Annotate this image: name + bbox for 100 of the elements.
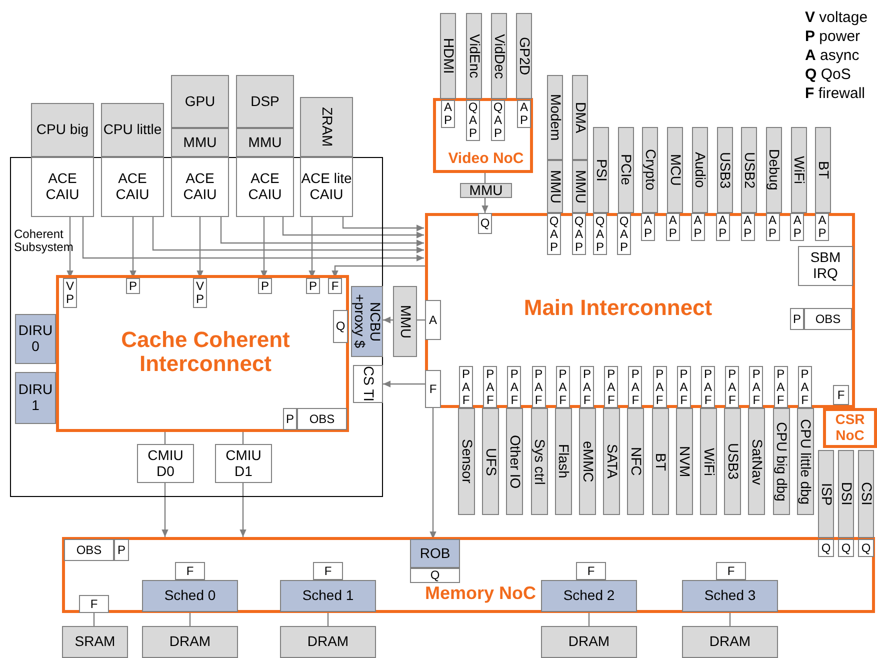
ip-block: MMU <box>393 286 417 357</box>
feature-tag: P <box>114 539 129 561</box>
feature-tag: F <box>716 562 746 580</box>
feature-tag: Q <box>818 539 834 557</box>
ip-block: CPU big <box>31 103 94 157</box>
unit-block: NCBU +proxy $ <box>351 286 383 357</box>
connector-line <box>484 173 486 183</box>
interface-block: ACE lite CAIU <box>300 157 353 217</box>
ip-block: Modem <box>547 75 563 160</box>
interface-block: ACE CAIU <box>236 157 294 217</box>
feature-tag: Q A P <box>466 100 480 141</box>
feature-tag: F <box>425 370 441 408</box>
legend-entry: V voltage <box>805 8 868 27</box>
group-title: Main Interconnect <box>522 296 714 320</box>
ip-block: WiFi <box>700 408 717 515</box>
ip-block: ISP <box>818 450 834 538</box>
feature-tag: A P <box>666 213 680 241</box>
group-title: Coherent Subsystem <box>14 228 72 254</box>
feature-tag: A P <box>716 213 730 241</box>
feature-tag: A <box>425 300 441 340</box>
arrow <box>220 217 424 246</box>
connector-line <box>588 612 590 626</box>
feature-tag: P A F <box>483 366 498 408</box>
unit-block: DIRU 1 <box>15 372 56 424</box>
feature-tag: P A F <box>749 366 764 408</box>
feature-tag: Q <box>478 213 492 234</box>
unit-block: DIRU 0 <box>15 314 56 364</box>
ip-block: SRAM <box>62 626 128 658</box>
feature-tag: Q A P <box>617 213 631 255</box>
ip-block: CSI <box>858 450 874 538</box>
group-title: Video NoC <box>447 151 525 168</box>
feature-tag: A P <box>690 213 705 241</box>
feature-tag: OBS <box>297 408 347 430</box>
connector-line <box>242 432 244 444</box>
ip-block: Crypto <box>642 127 658 213</box>
ip-block: Flash <box>554 408 572 515</box>
subsystem-box <box>10 157 383 497</box>
ip-block: SatNav <box>748 408 766 515</box>
ip-block: CPU little dbg <box>796 408 814 515</box>
group-title: Cache Coherent Interconnect <box>120 328 291 376</box>
feature-tag: A P <box>740 213 755 241</box>
ip-block: ZRAM <box>300 97 353 157</box>
feature-tag: V P <box>63 278 77 308</box>
feature-tag: Q A P <box>491 100 505 141</box>
ip-block: MCU <box>667 127 684 213</box>
unit-block: ROB <box>410 539 460 568</box>
interface-block: ACE CAIU <box>101 157 164 217</box>
arrow <box>430 408 436 539</box>
connector-line <box>729 612 731 626</box>
interconnect-box <box>56 275 349 432</box>
feature-tag: P A F <box>774 366 788 408</box>
feature-tag: A P <box>517 100 531 128</box>
legend-entry: Q QoS <box>805 65 852 84</box>
feature-tag: A P <box>790 213 804 241</box>
ip-block: DRAM <box>142 626 238 658</box>
connector-line <box>164 432 166 444</box>
feature-tag: OBS <box>64 539 114 561</box>
ip-block: DRAM <box>682 626 778 658</box>
feature-tag: V P <box>193 278 207 308</box>
feature-tag: F <box>328 278 342 294</box>
feature-tag: P A F <box>676 366 691 408</box>
ip-block: USB2 <box>741 127 758 213</box>
ip-block: UFS <box>482 408 500 515</box>
arrow <box>196 217 204 278</box>
ip-block: Sensor <box>458 408 475 515</box>
feature-tag: Q <box>333 310 348 343</box>
ip-block: MMU <box>460 183 512 198</box>
arrow <box>308 217 316 278</box>
ip-block: DMA <box>572 75 588 160</box>
feature-tag: Q A P <box>593 213 607 255</box>
feature-tag: F <box>833 385 849 405</box>
feature-tag: P A F <box>725 366 740 408</box>
unit-block: Sched 1 <box>280 580 376 612</box>
legend-entry: F firewall <box>805 84 866 103</box>
ip-block: MMU <box>547 160 563 213</box>
feature-tag: P A F <box>628 366 642 408</box>
connector-line <box>189 612 191 626</box>
feature-tag: P <box>283 408 297 430</box>
interface-block: CMIU D1 <box>215 444 272 483</box>
arrow <box>383 316 393 324</box>
ip-block: NFC <box>627 408 644 515</box>
interconnect-box: CSR NoC <box>823 408 877 448</box>
interconnect-box <box>425 213 855 408</box>
feature-tag: F <box>175 562 205 580</box>
feature-tag: P A F <box>580 366 594 408</box>
connector-line <box>93 613 95 626</box>
feature-tag: P A F <box>459 366 473 408</box>
ip-block: WiFi <box>790 127 807 213</box>
ip-block: SATA <box>603 408 620 515</box>
ip-block: USB3 <box>724 408 742 515</box>
ip-block: PCIe <box>618 127 634 213</box>
ip-block: MMU <box>236 128 294 157</box>
ip-block: GPU <box>171 75 229 128</box>
ip-block: Debug <box>766 127 782 213</box>
feature-tag: OBS <box>804 308 852 330</box>
feature-tag: F <box>79 595 109 613</box>
feature-tag: A P <box>815 213 830 241</box>
ip-block: Other IO <box>506 408 524 515</box>
ip-block: MMU <box>572 160 588 213</box>
feature-tag: Q <box>838 539 854 557</box>
